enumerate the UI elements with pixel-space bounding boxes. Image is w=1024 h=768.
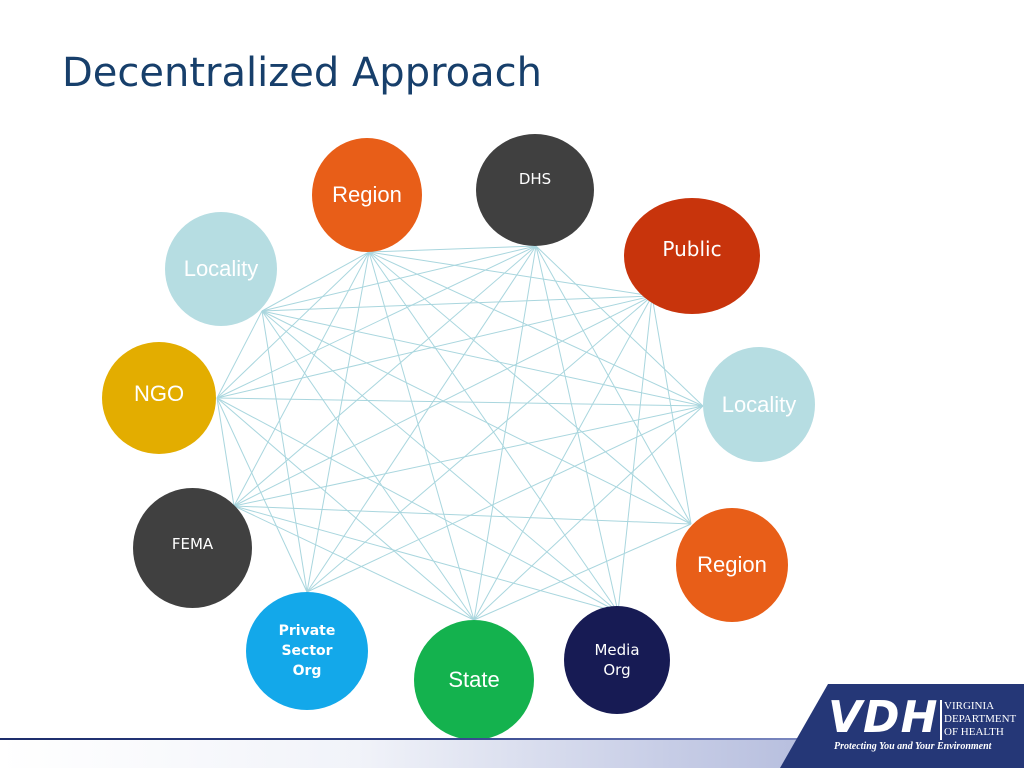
node-region-right: Region bbox=[676, 508, 788, 622]
vdh-logo-words: VIRGINIA DEPARTMENT OF HEALTH bbox=[944, 700, 1024, 739]
node-dhs: DHS bbox=[476, 134, 594, 246]
connection-line bbox=[651, 295, 692, 525]
connection-line bbox=[261, 310, 692, 525]
node-label: DHS bbox=[518, 170, 552, 188]
vdh-logo-word: DEPARTMENT bbox=[944, 713, 1017, 725]
connection-line bbox=[216, 245, 537, 399]
connection-line bbox=[233, 505, 692, 525]
node-label: Region bbox=[697, 552, 767, 577]
node-private-sector-org: Private Sector Org bbox=[246, 592, 368, 710]
node-media-org: Media Org bbox=[564, 606, 670, 714]
node-label: Public bbox=[662, 237, 722, 261]
node-label: State bbox=[448, 667, 500, 692]
connection-line bbox=[306, 405, 704, 593]
node-ngo: NGO bbox=[102, 342, 216, 454]
node-locality-left: Locality bbox=[165, 212, 277, 326]
vdh-logo-background bbox=[780, 684, 1024, 768]
connection-line bbox=[216, 295, 653, 399]
connection-line bbox=[368, 251, 653, 297]
node-label: FEMA bbox=[171, 535, 214, 553]
connection-line bbox=[216, 397, 235, 507]
node-label: Media Org bbox=[594, 641, 640, 679]
vdh-logo-divider bbox=[940, 700, 942, 740]
connection-line bbox=[473, 245, 537, 621]
connection-line bbox=[306, 245, 537, 593]
connection-line bbox=[216, 397, 475, 621]
node-public: Public bbox=[624, 198, 760, 314]
node-label: Locality bbox=[721, 391, 797, 417]
connection-line bbox=[261, 310, 704, 407]
node-label: Region bbox=[332, 182, 402, 207]
connection-line bbox=[233, 251, 370, 507]
connection-line bbox=[216, 397, 704, 407]
slide-title: Decentralized Approach bbox=[62, 50, 542, 96]
connection-line bbox=[233, 505, 475, 621]
node-region-top: Region bbox=[312, 138, 422, 252]
connection-line bbox=[216, 397, 619, 613]
connection-line bbox=[261, 245, 537, 312]
connection-line bbox=[216, 397, 308, 593]
connection-line bbox=[261, 295, 653, 312]
connection-line bbox=[261, 310, 619, 613]
connection-line bbox=[261, 251, 370, 312]
footer-line bbox=[0, 738, 1024, 740]
connection-line bbox=[617, 295, 653, 613]
connection-line bbox=[368, 251, 475, 621]
connection-line bbox=[216, 310, 263, 399]
vdh-logo-word: VIRGINIA bbox=[944, 700, 995, 712]
node-label: Private Sector Org bbox=[278, 623, 336, 679]
connection-line bbox=[261, 310, 475, 621]
connection-line bbox=[473, 523, 692, 621]
connection-line bbox=[535, 245, 692, 525]
connection-line bbox=[216, 251, 370, 399]
node-label: NGO bbox=[133, 381, 185, 406]
connection-line bbox=[535, 245, 619, 613]
vdh-logo-mark: VDH bbox=[828, 692, 939, 743]
connection-line bbox=[368, 251, 692, 525]
vdh-logo-tagline: Protecting You and Your Environment bbox=[834, 741, 992, 752]
node-label: Locality bbox=[183, 256, 259, 281]
node-fema: FEMA bbox=[133, 488, 252, 608]
connection-line bbox=[233, 245, 537, 507]
connection-line bbox=[473, 295, 653, 621]
connection-line bbox=[233, 405, 704, 507]
connection-line bbox=[233, 505, 619, 613]
connection-line bbox=[473, 405, 704, 621]
node-state: State bbox=[414, 620, 534, 740]
connection-line bbox=[535, 245, 704, 407]
connection-line bbox=[306, 295, 653, 593]
connection-line bbox=[368, 251, 704, 407]
vdh-logo-word: OF HEALTH bbox=[944, 726, 1004, 738]
connection-line bbox=[261, 310, 308, 593]
connection-line bbox=[368, 245, 537, 253]
node-locality-right: Locality bbox=[703, 347, 815, 462]
